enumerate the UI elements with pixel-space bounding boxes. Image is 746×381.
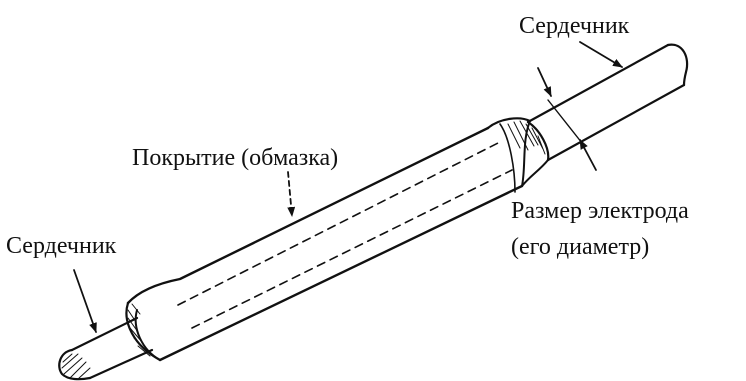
arrow-core-top (579, 41, 623, 68)
label-core-top: Сердечник (519, 13, 630, 39)
diameter-dimension-line (547, 99, 583, 144)
core-right-end (526, 43, 689, 162)
label-coating: Покрытие (обмазка) (132, 145, 338, 171)
arrow-core-left (73, 269, 97, 333)
coating-body (126, 126, 524, 362)
coating-taper-right (486, 117, 550, 193)
arrow-diameter-lower (579, 139, 597, 171)
arrow-diameter-upper (537, 67, 552, 97)
label-core-left: Сердечник (6, 233, 117, 259)
label-electrode-size: Размер электрода (511, 198, 689, 224)
arrow-coating (287, 171, 296, 217)
electrode-rod (58, 43, 689, 381)
labels: Сердечник Покрытие (обмазка) Сердечник Р… (6, 13, 689, 260)
coating-left-end (125, 301, 162, 362)
pointer-arrows (73, 41, 623, 333)
core-left-end (58, 316, 154, 381)
label-electrode-diameter: (его диаметр) (511, 234, 649, 260)
